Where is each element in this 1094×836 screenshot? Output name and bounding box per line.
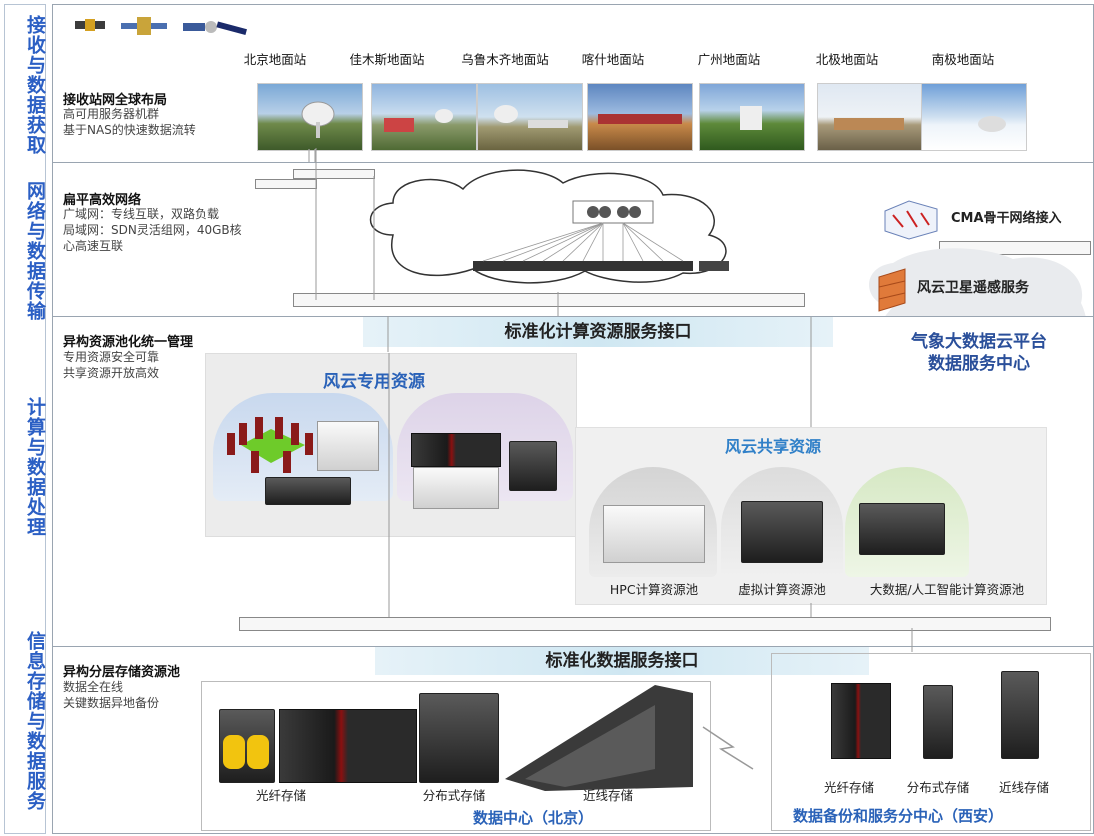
network-cloud (369, 169, 729, 284)
sidebar-label-network: 网络与数据传输 (24, 181, 46, 321)
compute-links (388, 317, 812, 617)
satellite-icon (121, 17, 167, 35)
firewall-icon (878, 268, 906, 312)
station-photo (477, 83, 583, 151)
satellite-icon (183, 21, 247, 36)
station-photo (921, 83, 1027, 151)
server-rack (859, 503, 945, 555)
station-links (308, 149, 316, 163)
beijing-center-label: 数据中心（北京） (473, 809, 594, 827)
dedicated-title: 风云专用资源 (323, 372, 425, 392)
pool-label-virtual: 虚拟计算资源池 (738, 582, 826, 597)
hpc-cluster-icon (227, 417, 313, 473)
beijing-item-fiber: 光纤存储 (255, 788, 306, 803)
wan-link-icon (702, 726, 754, 770)
station-name: 北极地面站 (815, 52, 879, 67)
station-name: 乌鲁木齐地面站 (461, 52, 549, 67)
sidebar-label-storage: 信息存储与数据服务 (24, 631, 46, 811)
receive-line-2: 基于NAS的快速数据流转 (63, 123, 196, 137)
white-rack (413, 467, 499, 509)
satellite-icon (75, 19, 105, 31)
xian-item-distributed: 分布式存储 (906, 780, 970, 795)
receive-panel: 接收站网全球布局 高可用服务器机群 基于NAS的快速数据流转 北京地面站 佳木斯… (52, 4, 1094, 164)
switch-row (473, 261, 729, 271)
station-photo (587, 83, 693, 151)
server-rack (831, 683, 891, 759)
compute-banner: 标准化计算资源服务接口 (363, 317, 833, 347)
server-rack (509, 441, 557, 491)
compute-line-2: 共享资源开放高效 (63, 366, 160, 380)
station-name: 北京地面站 (243, 52, 307, 67)
receive-title: 接收站网全球布局 (63, 93, 168, 108)
receive-line-1: 高可用服务器机群 (63, 107, 160, 121)
storage-title: 异构分层存储资源池 (63, 665, 181, 680)
storage-banner: 标准化数据服务接口 (375, 647, 869, 675)
cma-network-icon (884, 200, 938, 240)
sidebar-label-compute: 计算与数据处理 (24, 397, 46, 537)
pool-label-hpc: HPC计算资源池 (609, 582, 699, 597)
compute-line-1: 专用资源安全可靠 (63, 350, 160, 364)
xian-item-fiber: 光纤存储 (823, 780, 874, 795)
cma-label: CMA骨干网络接入 (951, 211, 1062, 226)
station-name: 南极地面站 (931, 52, 995, 67)
storage-drum (247, 735, 269, 769)
beijing-item-nearline: 近线存储 (582, 788, 633, 803)
storage-drum (223, 735, 245, 769)
compute-panel: 标准化计算资源服务接口 异构资源池化统一管理 专用资源安全可靠 共享资源开放高效… (52, 316, 1094, 648)
core-switch (572, 200, 654, 224)
nearline-corridor (505, 685, 693, 791)
compute-bus (239, 617, 1051, 631)
shared-title: 风云共享资源 (725, 437, 822, 456)
network-title: 扁平高效网络 (63, 193, 142, 208)
storage-line-2: 关键数据异地备份 (63, 696, 160, 710)
server-rack (923, 685, 953, 759)
station-name: 佳木斯地面站 (349, 52, 425, 67)
station-photo (699, 83, 805, 151)
server-rack (741, 501, 823, 563)
storage-line-1: 数据全在线 (63, 680, 124, 694)
server-rack (1001, 671, 1039, 759)
server-rack (419, 693, 499, 783)
beijing-item-distributed: 分布式存储 (422, 788, 486, 803)
compute-title: 异构资源池化统一管理 (63, 335, 194, 350)
cloud-platform-line-1: 气象大数据云平台 (911, 332, 1047, 352)
server-rack (411, 433, 501, 467)
station-name: 广州地面站 (697, 52, 761, 67)
sidebar-label-receive: 接收与数据获取 (24, 15, 46, 155)
sidebar: 接收与数据获取 网络与数据传输 计算与数据处理 信息存储与数据服务 (4, 4, 46, 834)
network-line-2: 局域网：SDN灵活组网，40GB核 (63, 223, 242, 237)
cloud-platform-line-2: 数据服务中心 (928, 354, 1030, 374)
beijing-box (201, 681, 711, 831)
station-name: 喀什地面站 (581, 52, 645, 67)
xian-box (771, 653, 1091, 831)
station-photo (371, 83, 477, 151)
fy-service-label: 风云卫星遥感服务 (917, 280, 1029, 296)
server-rack (265, 477, 351, 505)
network-line-1: 广域网：专线互联，双路负载 (63, 207, 220, 221)
white-rack (317, 421, 379, 471)
satellite-icons (75, 17, 247, 36)
cloud-platform-title: 气象大数据云平台 数据服务中心 (879, 331, 1079, 375)
xian-item-nearline: 近线存储 (998, 780, 1049, 795)
network-line-3: 心高速互联 (63, 239, 124, 253)
xian-center-label: 数据备份和服务分中心（西安） (793, 807, 1004, 825)
white-rack (603, 505, 705, 563)
network-bus (293, 293, 805, 307)
station-photo (817, 83, 923, 151)
storage-panel: 标准化数据服务接口 异构分层存储资源池 数据全在线 关键数据异地备份 光纤存储 … (52, 646, 1094, 834)
pool-label-bigdata: 大数据/人工智能计算资源池 (869, 582, 1025, 597)
station-photo (257, 83, 363, 151)
link-bar (293, 169, 375, 179)
server-rack (279, 709, 417, 783)
